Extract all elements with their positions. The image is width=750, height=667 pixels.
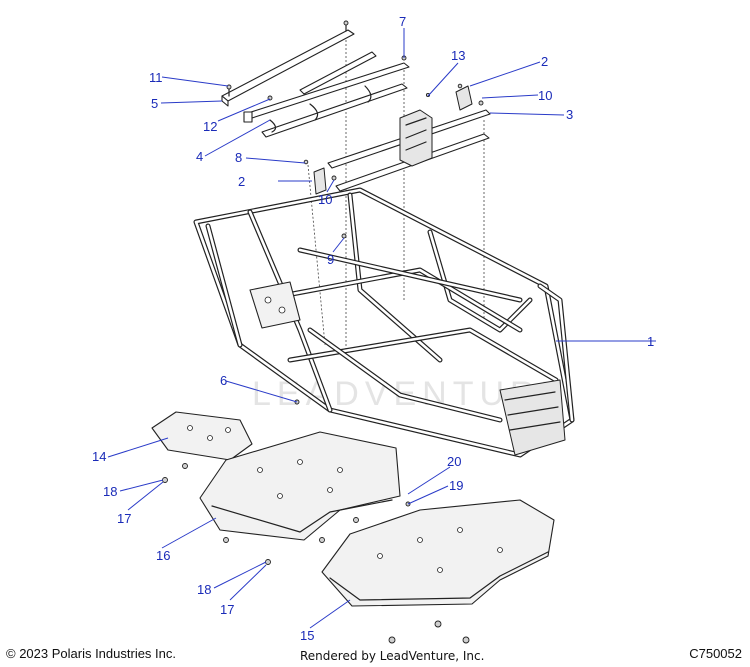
callout-6: 6 bbox=[220, 373, 227, 388]
callout-9: 9 bbox=[327, 252, 334, 267]
mid-frame-assembly-3[interactable] bbox=[303, 83, 491, 195]
callout-17: 17 bbox=[220, 602, 234, 617]
callout-13: 13 bbox=[451, 48, 465, 63]
callout-11: 11 bbox=[149, 70, 163, 85]
callout-18: 18 bbox=[197, 582, 211, 597]
callout-8: 8 bbox=[235, 150, 242, 165]
callout-15: 15 bbox=[300, 628, 314, 643]
callout-2: 2 bbox=[541, 54, 548, 69]
callout-18: 18 bbox=[103, 484, 117, 499]
callout-12: 12 bbox=[203, 119, 217, 134]
callout-16: 16 bbox=[156, 548, 170, 563]
callout-numbers: 1 2 2 3 4 5 6 7 8 9 10 10 11 12 13 14 15… bbox=[92, 14, 654, 643]
rendered-by-text: Rendered by LeadVenture, Inc. bbox=[300, 649, 485, 663]
callout-14: 14 bbox=[92, 449, 106, 464]
diagram-code: C750052 bbox=[689, 646, 742, 661]
callout-3: 3 bbox=[566, 107, 573, 122]
callout-20: 20 bbox=[447, 454, 461, 469]
rail-assembly-5[interactable] bbox=[221, 20, 355, 107]
leader-lines bbox=[107, 28, 656, 629]
callout-19: 19 bbox=[449, 478, 463, 493]
callout-1: 1 bbox=[647, 334, 654, 349]
callout-7: 7 bbox=[399, 14, 406, 29]
main-frame-1[interactable] bbox=[193, 187, 575, 458]
skid-plate-14[interactable] bbox=[151, 411, 253, 469]
callout-4: 4 bbox=[196, 149, 203, 164]
copyright-text: © 2023 Polaris Industries Inc. bbox=[6, 646, 176, 661]
skid-plate-16[interactable] bbox=[199, 431, 401, 543]
fasteners bbox=[162, 233, 347, 483]
callout-10: 10 bbox=[538, 88, 552, 103]
crossbar-assembly-4[interactable] bbox=[243, 51, 410, 138]
callout-17: 17 bbox=[117, 511, 131, 526]
callout-10: 10 bbox=[318, 192, 332, 207]
alignment-lines bbox=[307, 40, 485, 355]
callout-5: 5 bbox=[151, 96, 158, 111]
callout-2: 2 bbox=[238, 174, 245, 189]
skid-plate-15[interactable] bbox=[265, 499, 555, 644]
